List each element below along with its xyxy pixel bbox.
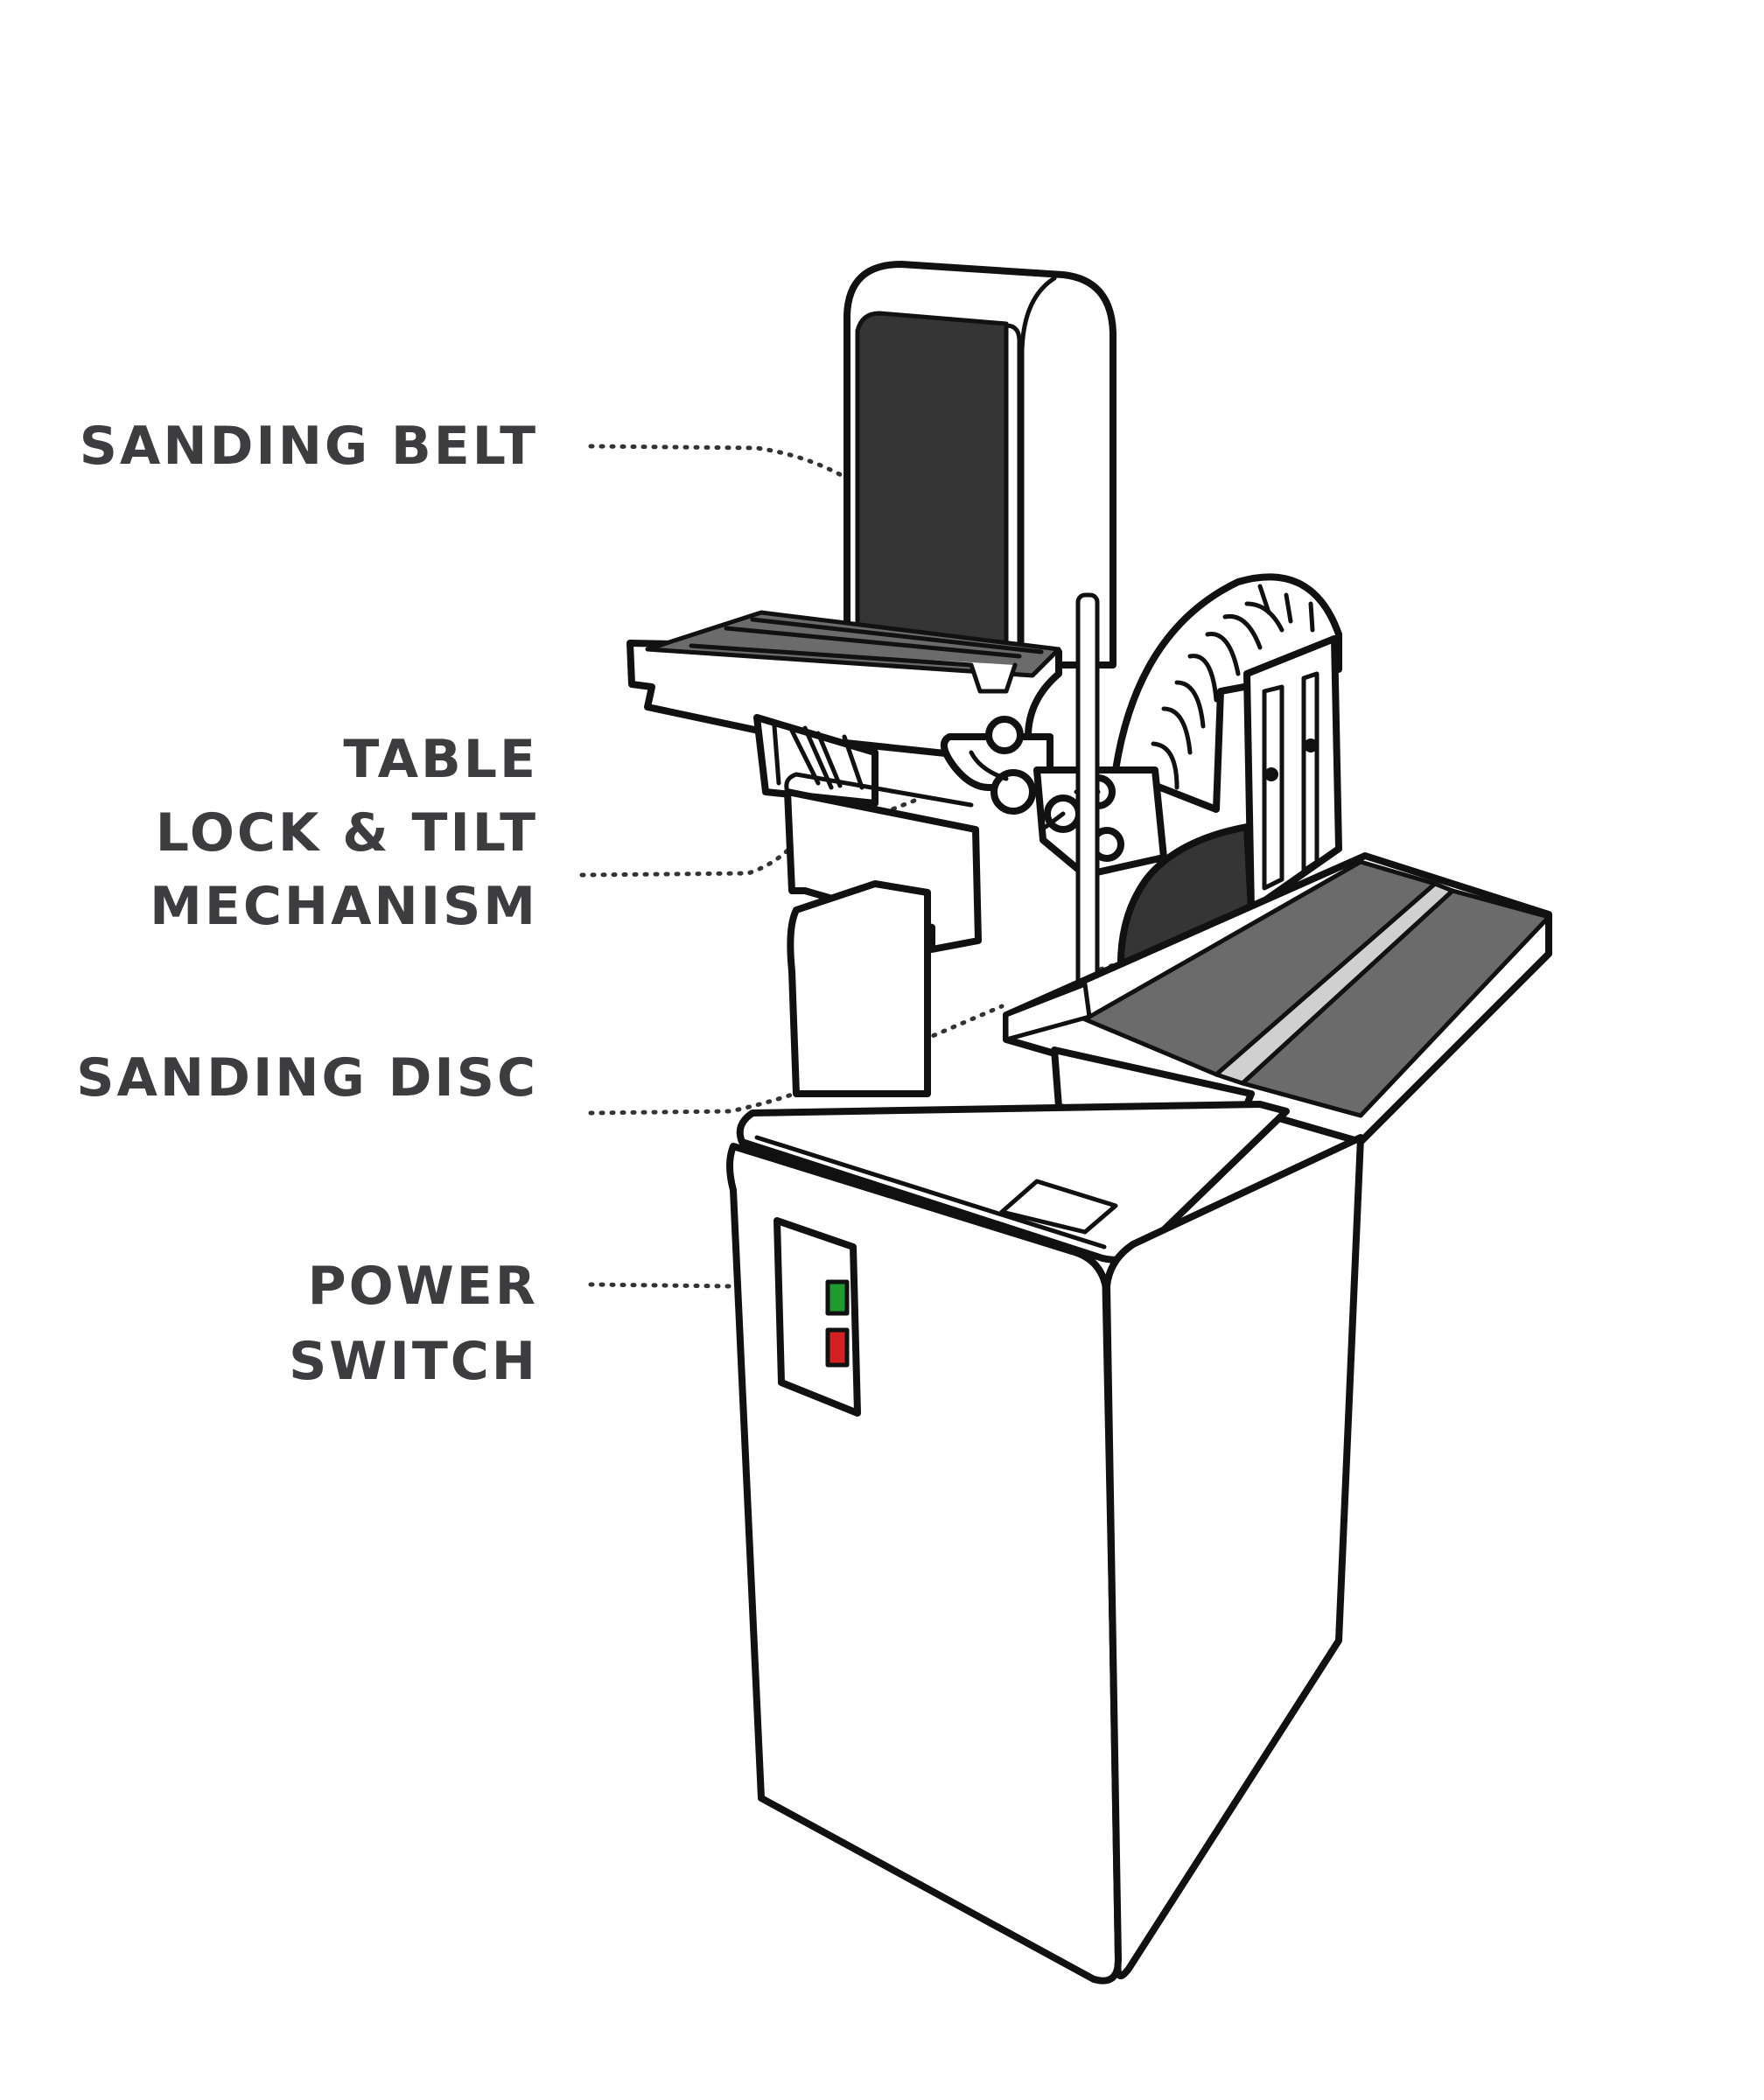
belt-table bbox=[626, 610, 1062, 758]
label-lock-tilt: LOCK & TILT bbox=[156, 802, 538, 864]
label-switch: SWITCH bbox=[289, 1331, 538, 1392]
label-sanding-disc: SANDING DISC bbox=[76, 1047, 538, 1109]
cabinet-side bbox=[1102, 1134, 1364, 1979]
green-button-icon[interactable] bbox=[825, 1279, 850, 1316]
callout-sanding-belt: SANDING BELT bbox=[80, 416, 891, 500]
callout-power-switch: POWER SWITCH bbox=[289, 1256, 794, 1392]
belt-housing bbox=[844, 261, 1116, 668]
belt-table-surface bbox=[645, 610, 1061, 678]
red-button-icon[interactable] bbox=[825, 1327, 850, 1368]
leader-sanding-disc bbox=[588, 1004, 1004, 1116]
label-power: POWER bbox=[308, 1256, 538, 1317]
label-mechanism: MECHANISM bbox=[150, 876, 538, 937]
sanding-belt bbox=[855, 311, 1009, 654]
disc-guard bbox=[1112, 573, 1342, 813]
disc-trunnion bbox=[1033, 766, 1167, 878]
column-post bbox=[787, 880, 931, 1097]
callout-sanding-disc: SANDING DISC bbox=[76, 949, 1158, 1116]
label-table: TABLE bbox=[343, 729, 538, 790]
leader-sanding-belt bbox=[588, 444, 891, 500]
miter-gauge bbox=[1243, 635, 1342, 914]
guide-rod bbox=[1075, 592, 1100, 1009]
callout-table-lock-tilt: TABLE LOCK & TILT MECHANISM bbox=[150, 729, 917, 937]
label-sanding-belt: SANDING BELT bbox=[80, 416, 538, 477]
power-switch-panel bbox=[774, 1217, 861, 1417]
